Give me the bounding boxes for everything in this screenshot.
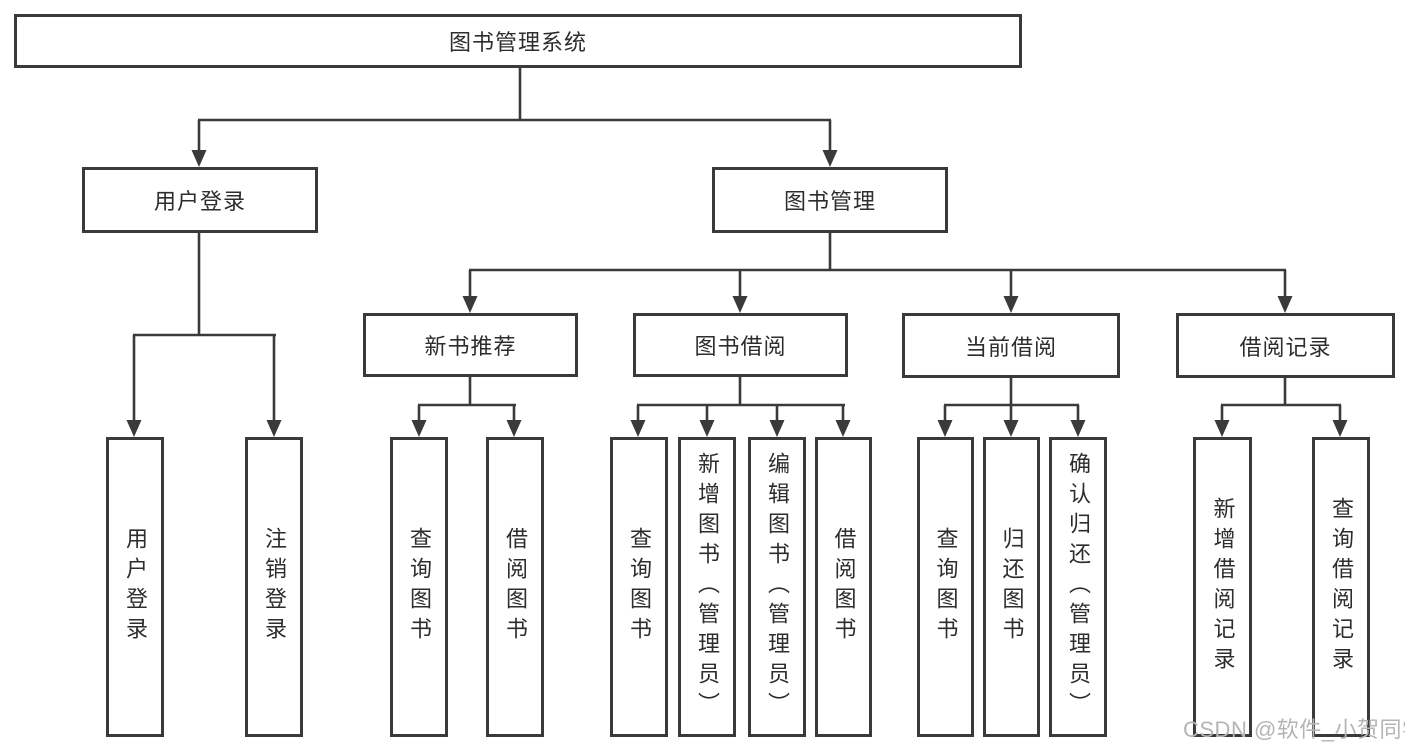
leaf-add-book-admin-label: 新增图书（管理员） (695, 452, 720, 722)
leaf-borrow-book-1: 借阅图书 (486, 437, 544, 737)
node-borrow-record: 借阅记录 (1176, 313, 1395, 378)
node-book-management: 图书管理 (712, 167, 948, 233)
node-user-login-label: 用户登录 (153, 189, 246, 214)
node-new-book-recommend-label: 新书推荐 (424, 334, 517, 359)
leaf-confirm-return-admin: 确认归还（管理员） (1049, 437, 1107, 737)
csdn-watermark: CSDN @软件_小贺同学 (1183, 717, 1405, 742)
leaf-logout: 注销登录 (245, 437, 303, 737)
leaf-add-borrow-record-label: 新增借阅记录 (1210, 497, 1236, 677)
leaf-return-book: 归还图书 (983, 437, 1040, 737)
leaf-borrow-book-2-label: 借阅图书 (831, 527, 857, 647)
leaf-borrow-book-2: 借阅图书 (815, 437, 872, 737)
node-book-borrow: 图书借阅 (633, 313, 848, 377)
leaf-user-login: 用户登录 (106, 437, 164, 737)
leaf-query-borrow-record: 查询借阅记录 (1312, 437, 1370, 737)
node-borrow-record-label: 借阅记录 (1239, 334, 1332, 360)
leaf-query-borrow-record-label: 查询借阅记录 (1329, 497, 1354, 677)
node-book-management-label: 图书管理 (783, 189, 876, 214)
node-root: 图书管理系统 (14, 14, 1022, 68)
leaf-query-book-1-label: 查询图书 (407, 527, 432, 647)
node-current-borrow-label: 当前借阅 (964, 334, 1057, 360)
leaf-confirm-return-admin-label: 确认归还（管理员） (1066, 452, 1091, 722)
node-new-book-recommend: 新书推荐 (363, 313, 578, 377)
node-current-borrow: 当前借阅 (902, 313, 1120, 378)
leaf-edit-book-admin-label: 编辑图书（管理员） (765, 452, 790, 722)
leaf-add-book-admin: 新增图书（管理员） (678, 437, 736, 737)
connector-path (132, 67, 1342, 424)
leaf-borrow-book-1-label: 借阅图书 (503, 527, 528, 647)
leaf-return-book-label: 归还图书 (999, 527, 1025, 647)
leaf-logout-label: 注销登录 (262, 527, 287, 647)
leaf-user-login-label: 用户登录 (123, 527, 148, 647)
leaf-edit-book-admin: 编辑图书（管理员） (748, 437, 806, 737)
node-book-borrow-label: 图书借阅 (694, 334, 787, 359)
leaf-query-book-1: 查询图书 (390, 437, 448, 737)
leaf-add-borrow-record: 新增借阅记录 (1193, 437, 1252, 737)
node-root-label: 图书管理系统 (448, 30, 587, 55)
leaf-query-book-3-label: 查询图书 (933, 527, 959, 647)
node-user-login: 用户登录 (82, 167, 318, 233)
leaf-query-book-2: 查询图书 (610, 437, 668, 737)
leaf-query-book-3: 查询图书 (917, 437, 974, 737)
leaf-query-book-2-label: 查询图书 (627, 527, 652, 647)
